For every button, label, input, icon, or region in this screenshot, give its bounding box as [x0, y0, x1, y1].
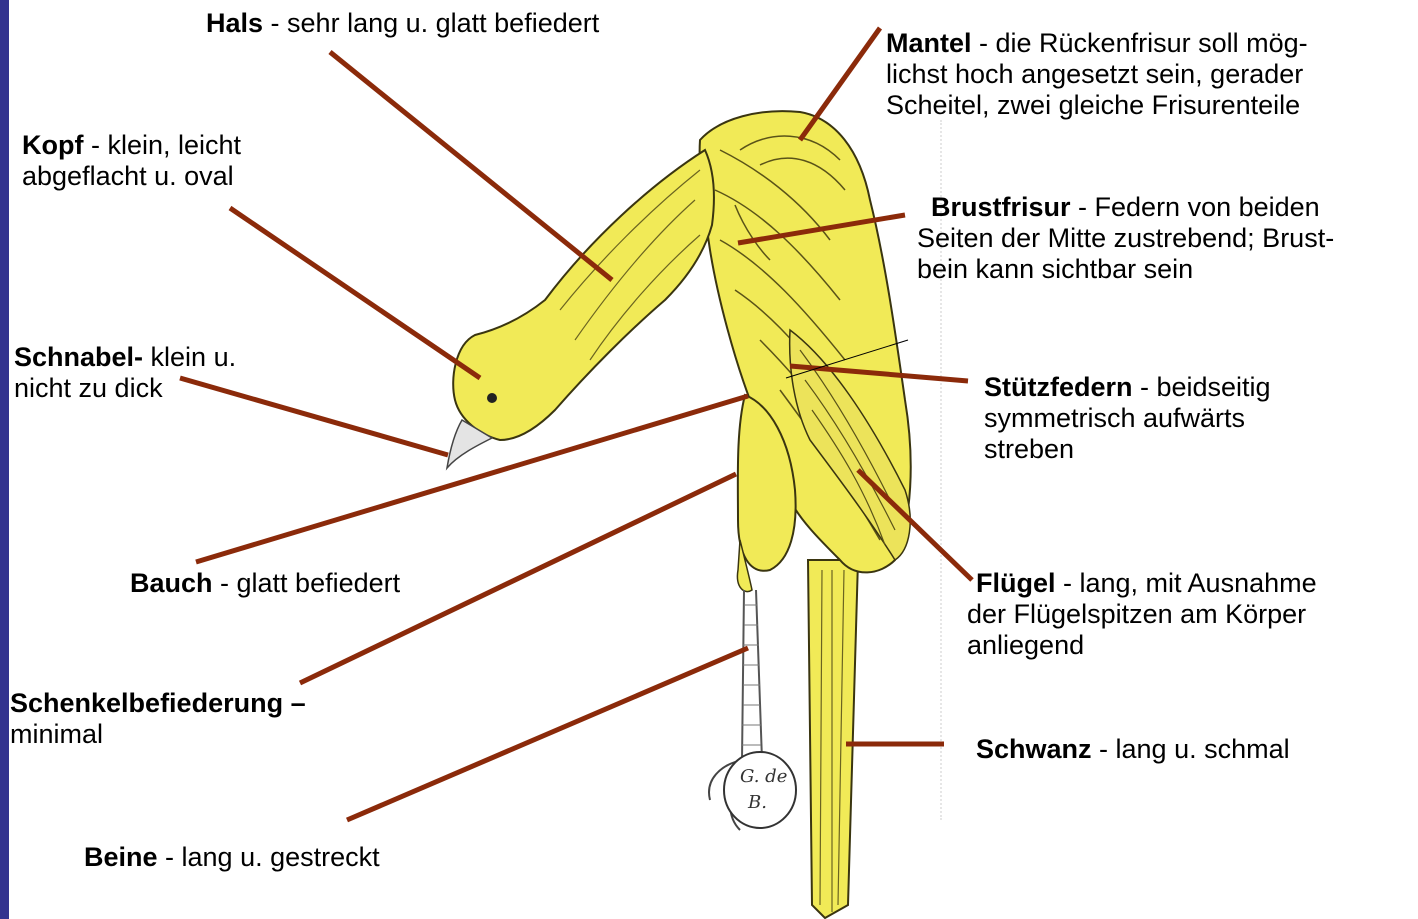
label-bauch: Bauch - glatt befiedert: [130, 568, 400, 599]
pointer-beine: [347, 648, 748, 820]
label-schnabel: Schnabel- klein u. nicht zu dick: [14, 342, 236, 404]
label-kopf: Kopf - klein, leicht abgeflacht u. oval: [22, 130, 241, 192]
signature-line2: B.: [747, 792, 767, 813]
label-mantel: Mantel - die Rückenfrisur soll mög- lich…: [886, 28, 1308, 121]
label-fluegel: Flügel - lang, mit Ausnahme der Flügelsp…: [976, 568, 1317, 661]
label-stuetzfedern: Stützfedern - beidseitig symmetrisch auf…: [984, 372, 1271, 465]
pointer-hals: [330, 52, 612, 280]
signature-seal: [724, 752, 796, 828]
pointer-kopf: [230, 208, 480, 378]
label-beine: Beine - lang u. gestreckt: [84, 842, 380, 873]
label-schwanz: Schwanz - lang u. schmal: [976, 734, 1290, 765]
label-hals: Hals - sehr lang u. glatt befiedert: [206, 8, 599, 39]
bird-tail: [808, 560, 858, 918]
label-brustfrisur: Brustfrisur - Federn von beiden Seiten d…: [931, 192, 1334, 285]
pointer-mantel: [800, 28, 880, 140]
bird-body: [700, 111, 911, 572]
signature-line1: G. de: [740, 766, 787, 787]
label-schenkelbefiederung: Schenkelbefiederung – minimal: [10, 688, 306, 750]
